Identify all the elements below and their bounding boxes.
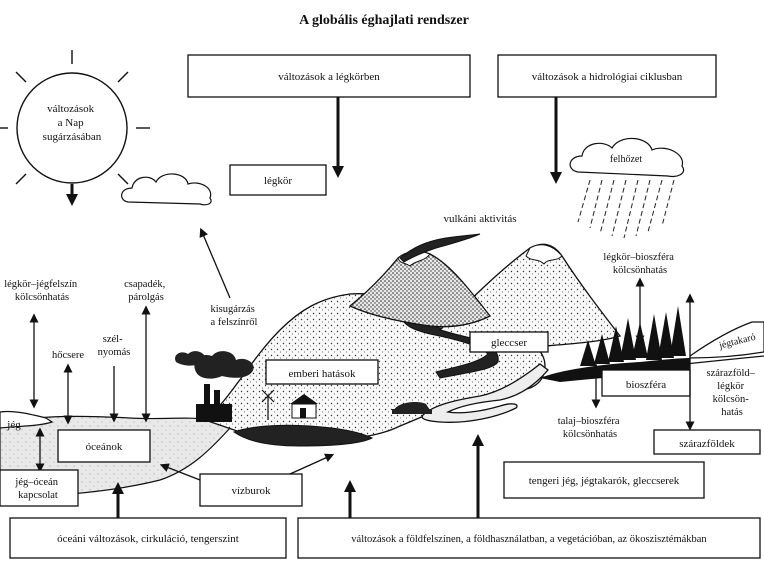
sun-icon (0, 50, 150, 185)
radiation-arrow (199, 227, 231, 299)
cloud-icon (121, 173, 212, 206)
hydro-changes-box (497, 54, 717, 98)
ice-sheet (689, 321, 764, 359)
cloud-label: felhőzet (610, 154, 642, 165)
factory-icon (175, 351, 254, 422)
atmosphere-box (229, 164, 327, 196)
diagram-title: A globális éghajlati rendszer (299, 13, 469, 28)
windmill-icon (261, 389, 275, 420)
ocean-changes-label: óceáni változások, cirkuláció, tengerszi… (57, 533, 239, 545)
landmasses-box (653, 429, 761, 455)
land-changes-label: változások a földfelszínen, a földhaszná… (351, 534, 707, 545)
ice-label: jég (6, 419, 21, 431)
house-icon (290, 394, 318, 419)
ice-ocean-label: jég–óceán kapcsolat (14, 477, 60, 501)
car-icon (392, 402, 432, 414)
human-label: emberi hatások (289, 368, 356, 380)
radiation-label: kisugárzás a felszínről (211, 304, 258, 328)
hydrosphere-box (199, 473, 303, 507)
rain-icon (577, 179, 675, 239)
oceans-label: óceánok (86, 441, 123, 453)
atmosphere-changes-box (187, 54, 471, 98)
volcano (348, 250, 491, 328)
soil-bio-label: talaj–bioszféra kölcsönhatás (558, 416, 622, 440)
biosphere-label: bioszféra (626, 379, 666, 391)
atmosphere-changes-label: változások a légkörben (278, 71, 380, 83)
lake (232, 424, 374, 447)
glacier-label: gleccser (491, 337, 527, 349)
land-air-label: szárazföld– légkör kölcsön- hatás (706, 368, 757, 418)
river (421, 363, 549, 423)
air-ice-label: légkör–jégfelszín kölcsönhatás (4, 279, 80, 303)
oceans-box (57, 429, 151, 463)
sea-ice-label: tengeri jég, jégtakarók, gleccserek (529, 475, 680, 487)
human-box (265, 359, 379, 385)
ice-ocean-box (0, 469, 79, 507)
rain-cloud-icon (569, 137, 685, 178)
heat-exchange-label: hőcsere (52, 350, 84, 361)
atmosphere-label: légkör (264, 175, 292, 187)
hydro-ocean-arrow (159, 463, 201, 481)
precip-label: csapadék, párolgás (124, 279, 168, 303)
ice-floe (0, 410, 54, 429)
hydrosphere-label: vízburok (231, 485, 271, 497)
landmasses-label: szárazföldek (679, 438, 735, 450)
hydro-land-arrow (289, 453, 335, 475)
glacier-box (469, 331, 549, 353)
air-bio-label: légkör–bioszféra kölcsönhatás (603, 252, 676, 276)
wind-stress-label: szél- nyomás (98, 334, 131, 358)
hydro-changes-label: változások a hidrológiai ciklusban (532, 71, 683, 83)
volcanic-label: vulkáni aktivitás (443, 213, 516, 225)
ground-line (539, 355, 764, 379)
volcanic-plume-icon (399, 233, 481, 263)
sea-ice-box (503, 461, 705, 499)
land-changes-box (297, 517, 761, 559)
ocean-changes-box (9, 517, 287, 559)
sun-label: változások a Nap sugárzásában (43, 103, 102, 143)
